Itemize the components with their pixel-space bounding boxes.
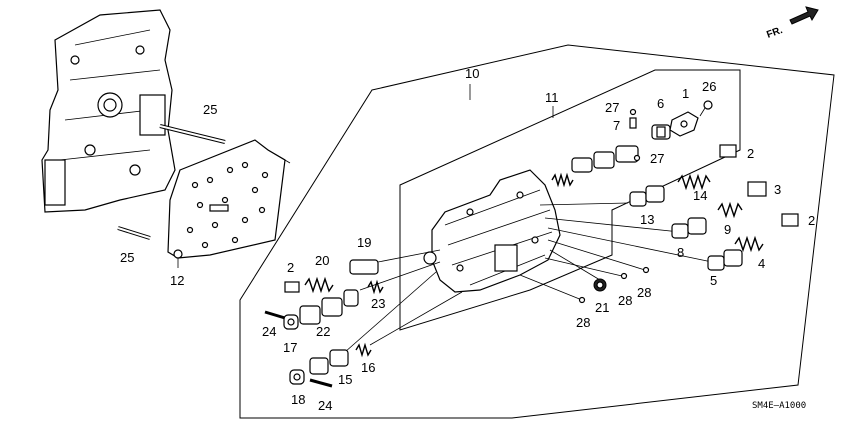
front-direction-arrow <box>789 6 819 25</box>
retainer-2-right <box>781 213 799 227</box>
callout-20: 20 <box>315 253 329 268</box>
main-valve-body <box>423 169 561 293</box>
callout-13: 13 <box>640 212 654 227</box>
callout-8: 8 <box>677 245 684 260</box>
callout-12: 12 <box>170 273 184 288</box>
callout-16: 16 <box>361 360 375 375</box>
seal-21 <box>593 278 607 292</box>
retainer-2-left <box>284 281 300 293</box>
spool-8 <box>671 217 707 239</box>
ball-27-lower <box>633 154 641 162</box>
callout-25-upper: 25 <box>203 102 217 117</box>
callout-24-upper: 24 <box>262 324 276 339</box>
spring-16 <box>355 342 372 358</box>
callout-2-top: 2 <box>747 146 754 161</box>
callout-11: 11 <box>545 90 559 105</box>
callout-14: 14 <box>693 188 707 203</box>
callout-7: 7 <box>613 118 620 133</box>
cover-plate-1 <box>669 111 699 137</box>
callout-28-left: 28 <box>576 315 590 330</box>
callout-23: 23 <box>371 296 385 311</box>
spool-19 <box>349 259 379 275</box>
dowel-pin-lower <box>117 226 151 240</box>
plug-17 <box>283 314 299 330</box>
retainer-2-top <box>719 144 737 158</box>
callout-2-right: 2 <box>808 213 815 228</box>
spring-20 <box>304 276 334 294</box>
callout-24-lower: 24 <box>318 398 332 413</box>
callout-18: 18 <box>291 392 305 407</box>
assembly-boundary-10 <box>239 44 835 419</box>
callout-10: 10 <box>465 66 479 81</box>
pin-24-upper <box>264 310 286 320</box>
spring-9 <box>717 201 743 219</box>
callout-26: 26 <box>702 79 716 94</box>
callout-27-lower: 27 <box>650 151 664 166</box>
cap-3 <box>747 181 767 197</box>
callout-27-upper: 27 <box>605 100 619 115</box>
callout-9: 9 <box>724 222 731 237</box>
assembly-boundary-11 <box>399 69 741 331</box>
spring-4 <box>734 235 764 253</box>
callout-28-right: 28 <box>637 285 651 300</box>
callout-6: 6 <box>657 96 664 111</box>
callout-1: 1 <box>682 86 689 101</box>
diagram-code: SM4E–A1000 <box>752 401 806 411</box>
ball-28-right <box>642 266 650 274</box>
ball-28-mid <box>620 272 628 280</box>
callout-2-left: 2 <box>287 260 294 275</box>
spool-22 <box>299 289 359 325</box>
callout-19: 19 <box>357 235 371 250</box>
dowel-pin-upper <box>159 124 226 144</box>
front-direction-label: FR. <box>765 25 784 41</box>
bolt-26 <box>699 100 713 117</box>
callout-15: 15 <box>338 372 352 387</box>
callout-3: 3 <box>774 182 781 197</box>
spool-5 <box>707 249 743 271</box>
transmission-housing <box>41 9 176 213</box>
separator-plate <box>167 139 286 259</box>
spool-13 <box>629 185 665 207</box>
callout-25-lower: 25 <box>120 250 134 265</box>
pin-24-lower <box>309 378 333 388</box>
callout-22: 22 <box>316 324 330 339</box>
ball-27-upper <box>629 108 637 116</box>
spool-15 <box>309 349 349 375</box>
spring-23 <box>367 279 384 295</box>
callout-28-mid: 28 <box>618 293 632 308</box>
sleeve-6 <box>651 124 671 140</box>
ball-28-left <box>578 296 586 304</box>
plug-18 <box>289 369 305 385</box>
spring-14 <box>677 173 711 191</box>
upper-valve-spool <box>571 145 639 173</box>
callout-21: 21 <box>595 300 609 315</box>
upper-spring <box>551 172 574 188</box>
callout-5: 5 <box>710 273 717 288</box>
callout-4: 4 <box>758 256 765 271</box>
callout-17: 17 <box>283 340 297 355</box>
pin-7 <box>629 117 637 129</box>
